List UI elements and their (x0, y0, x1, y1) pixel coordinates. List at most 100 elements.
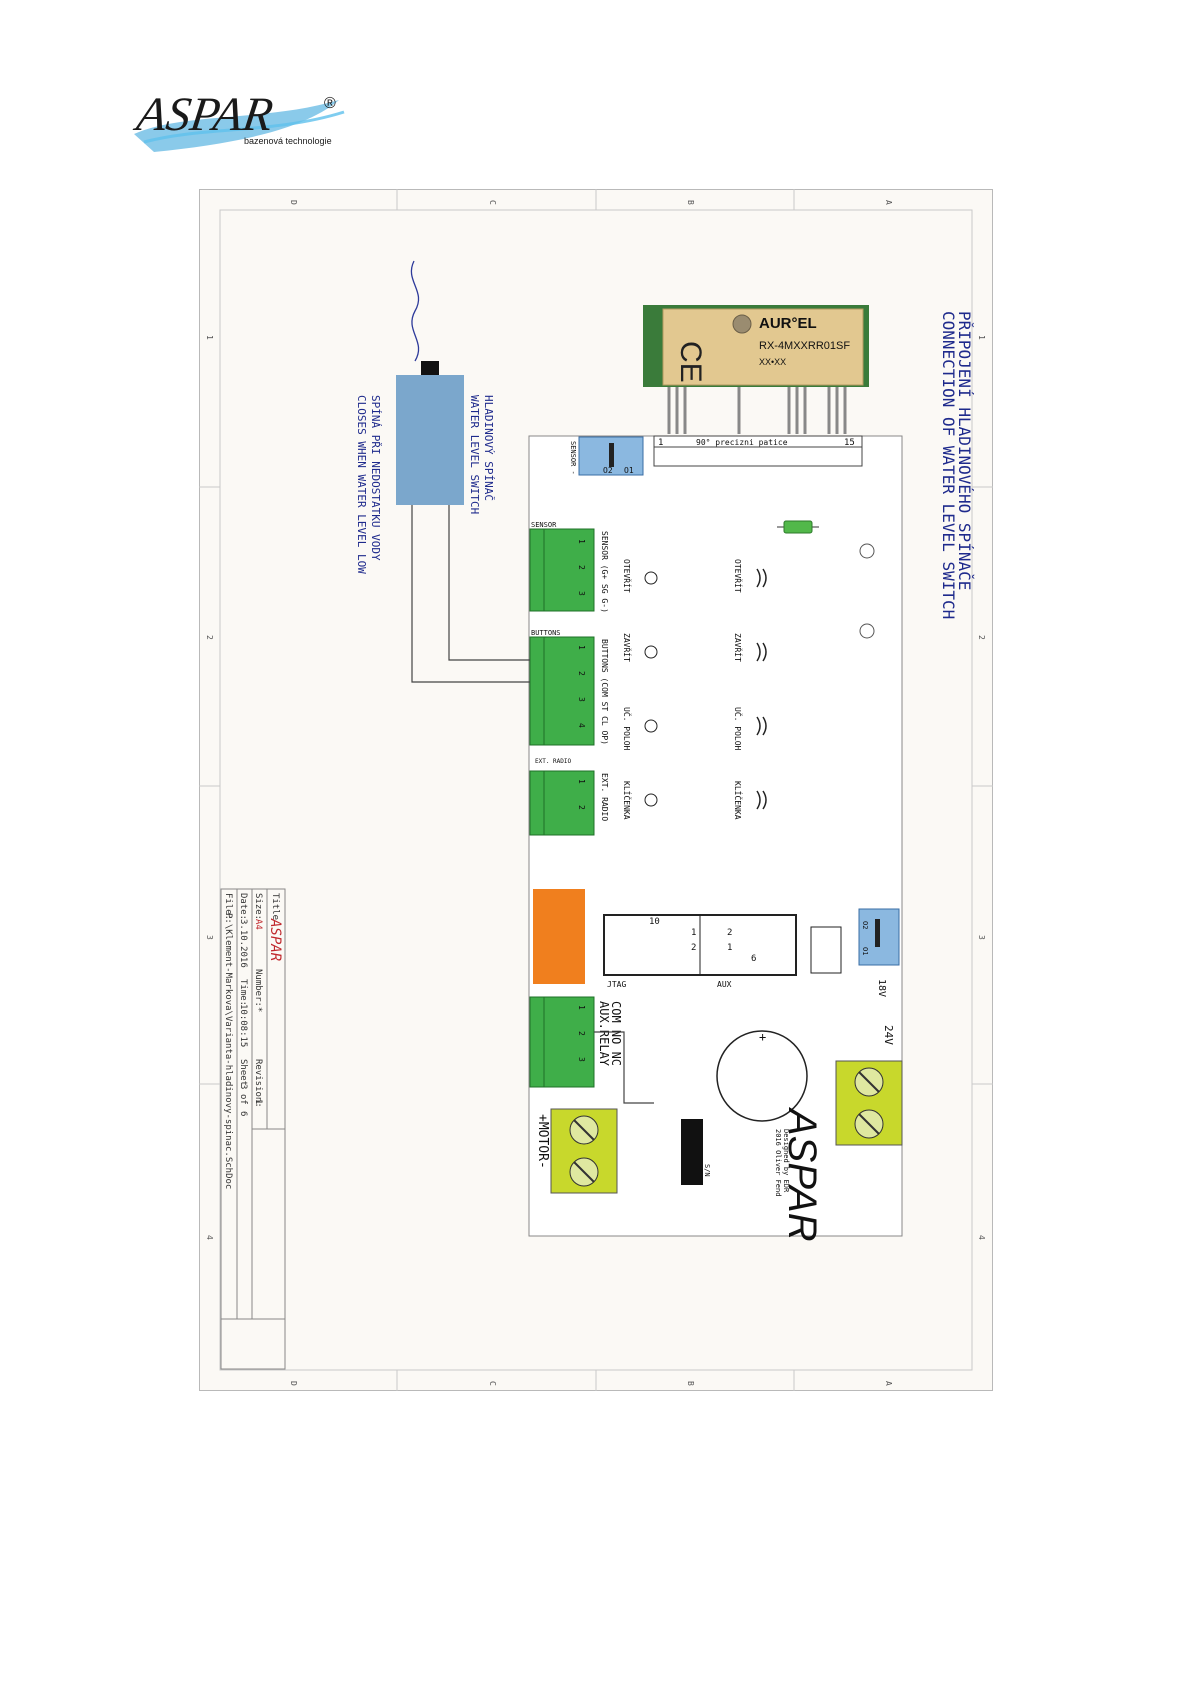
wire-relay (594, 1031, 654, 1104)
jtag-label: JTAG (607, 980, 626, 989)
switch-body (396, 375, 464, 505)
sensor-desc: SENSOR (G+ SG G-) (600, 531, 609, 613)
button-label-learn: UČ. POLOH (622, 707, 633, 751)
push-buttons: OTEVŘÍT ZAVŘÍT UČ. POLOH KLÍČENKA OTEVŘÍ… (622, 559, 744, 820)
switch-note-english: CLOSES WHEN WATER LEVEL LOW (355, 395, 368, 574)
zone-letter-bottom-a: A (884, 1381, 893, 1386)
date-label: Date: (238, 893, 248, 920)
receiver-model: RX-4MXXRR01SF (759, 340, 850, 352)
board-designer-line2: 2016 Oliver Fend (774, 1129, 782, 1196)
jtag-aux-connectors: 10 1 2 JTAG 2 1 6 AUX (603, 914, 797, 989)
board-designer-line1: Designed by EDR (782, 1129, 790, 1193)
button-label-close: ZAVŘÍT (622, 633, 633, 662)
aux-label: AUX (717, 980, 732, 989)
switch-cable (410, 260, 420, 362)
sensor-pin-2: 2 (577, 565, 586, 570)
switch-note-czech: SPÍNÁ PŘI NEDOSTATKU VODY (369, 395, 382, 561)
zone-letter-top-c: C (488, 200, 497, 205)
socket-label: 90° precizni patice (696, 438, 788, 447)
receiver-code: XX•XX (759, 357, 786, 367)
sensor-header: SENSOR (531, 521, 557, 529)
zone-letter-bottom-b: B (686, 1381, 695, 1386)
power-jumper-pin1: O1 (861, 947, 869, 955)
heading-english: CONNECTION OF WATER LEVEL SWITCH (939, 311, 958, 619)
aux-count: 6 (751, 954, 756, 964)
title-label: Title (270, 893, 280, 920)
wire-buttons-1 (448, 505, 530, 661)
precision-socket: 1 90° precizni patice 15 (653, 435, 863, 467)
motor-terminal: +MOTOR- (535, 1108, 618, 1194)
diagram-heading: PŘIPOJENÍ HLADINOVÉHO SPÍNAČE CONNECTION… (939, 311, 974, 619)
zone-number-left-3: 3 (205, 935, 214, 940)
buttons-pin-3: 3 (577, 697, 586, 702)
aux-relay-pin-3: 3 (577, 1057, 586, 1062)
number-label: Number:* (253, 969, 263, 1012)
file-label: File: (223, 893, 233, 920)
serial-label: S/N (703, 1164, 711, 1177)
aux-relay-desc: COM NO NC (609, 1001, 623, 1066)
logo-tagline: bazenová technologie (244, 136, 332, 146)
buttons-pin-4: 4 (577, 723, 586, 728)
sheet-label: Sheet (238, 1059, 248, 1086)
buttons-pin-2: 2 (577, 671, 586, 676)
size-value: A4 (253, 919, 263, 930)
sheet-value: 3 (238, 1084, 248, 1089)
sensor-jumper-pin2: O2 (603, 466, 613, 475)
sensor-terminal: SENSOR 1 2 3 SENSOR (G+ SG G-) (529, 521, 609, 613)
aux-relay-terminal: 1 2 3 AUX.RELAY COM NO NC (529, 996, 623, 1088)
zone-number-right-4: 4 (977, 1235, 986, 1240)
button-label-keyfob: KLÍČENKA (622, 781, 633, 820)
button-keyfob (644, 793, 658, 807)
power-terminal-24v: 24V (835, 1025, 903, 1146)
switch-label-czech: HLADINOVÝ SPÍNAČ (482, 395, 495, 501)
aux-pin2: 2 (727, 928, 732, 938)
socket-pin-last: 15 (844, 438, 855, 448)
zone-number-left-4: 4 (205, 1235, 214, 1240)
logo-brand: ASPAR (131, 88, 276, 141)
sensor-jumper: O2 O1 SENSOR - (569, 436, 644, 476)
button-label-open: OTEVŘÍT (622, 559, 633, 593)
zone-letter-top-b: B (686, 200, 695, 205)
date-value: 3.10.2016 (238, 919, 248, 968)
zone-number-left-1: 1 (205, 335, 214, 340)
receiver-crystal (732, 314, 752, 334)
title-value: ASPAR (267, 918, 283, 961)
led-label-close: ZAVŘÍT (733, 633, 744, 662)
time-label: Time: (238, 979, 248, 1006)
button-open (644, 571, 658, 585)
schematic-sheet: D C B A D C B A 1 2 3 4 1 2 3 4 PŘIPOJEN… (199, 189, 993, 1391)
zone-letter-bottom-c: C (488, 1381, 497, 1386)
jtag-pin1: 1 (691, 928, 696, 938)
power-terminal-label: 24V (882, 1025, 895, 1045)
time-value: 10:08:15 (238, 1004, 248, 1047)
sensor-pin-3: 3 (577, 591, 586, 596)
zone-number-right-1: 1 (977, 335, 986, 340)
capacitor-plus: + (759, 1030, 766, 1044)
motor-label: +MOTOR- (535, 1114, 550, 1169)
wire-buttons-2 (411, 505, 530, 683)
logo-swoosh (134, 100, 339, 152)
file-value: P:\Klement-Markova\Varianta-hladinovy-sp… (223, 913, 233, 1189)
jtag-pin2: 2 (691, 943, 696, 953)
sensor-jumper-pin1: O1 (624, 466, 634, 475)
zone-letter-top-d: D (289, 200, 298, 205)
button-close (644, 645, 658, 659)
heading-czech: PŘIPOJENÍ HLADINOVÉHO SPÍNAČE (955, 311, 974, 590)
revision-value: 1 (253, 1099, 263, 1104)
sensor-pin-1: 1 (577, 539, 586, 544)
power-jumper: O2 O1 18V (858, 908, 900, 997)
ext-radio-pin-2: 2 (577, 805, 586, 810)
ext-radio-terminal: EXT. RADIO 1 2 EXT. RADIO (529, 758, 609, 836)
zone-number-left-2: 2 (205, 635, 214, 640)
revision-label: Revision: (253, 1059, 263, 1108)
buttons-header: BUTTONS (531, 629, 561, 637)
buttons-pin-1: 1 (577, 645, 586, 650)
bridge-rectifier (810, 926, 842, 974)
ext-radio-pin-1: 1 (577, 779, 586, 784)
led-label-open: OTEVŘÍT (733, 559, 744, 593)
buttons-terminal: BUTTONS 1 2 3 4 BUTTONS (COM ST CL OP) (529, 629, 609, 746)
power-jumper-pin2: O2 (861, 921, 869, 929)
mounting-hole-1 (859, 543, 875, 559)
jtag-count: 10 (649, 917, 660, 927)
ext-radio-desc: EXT. RADIO (600, 773, 609, 821)
